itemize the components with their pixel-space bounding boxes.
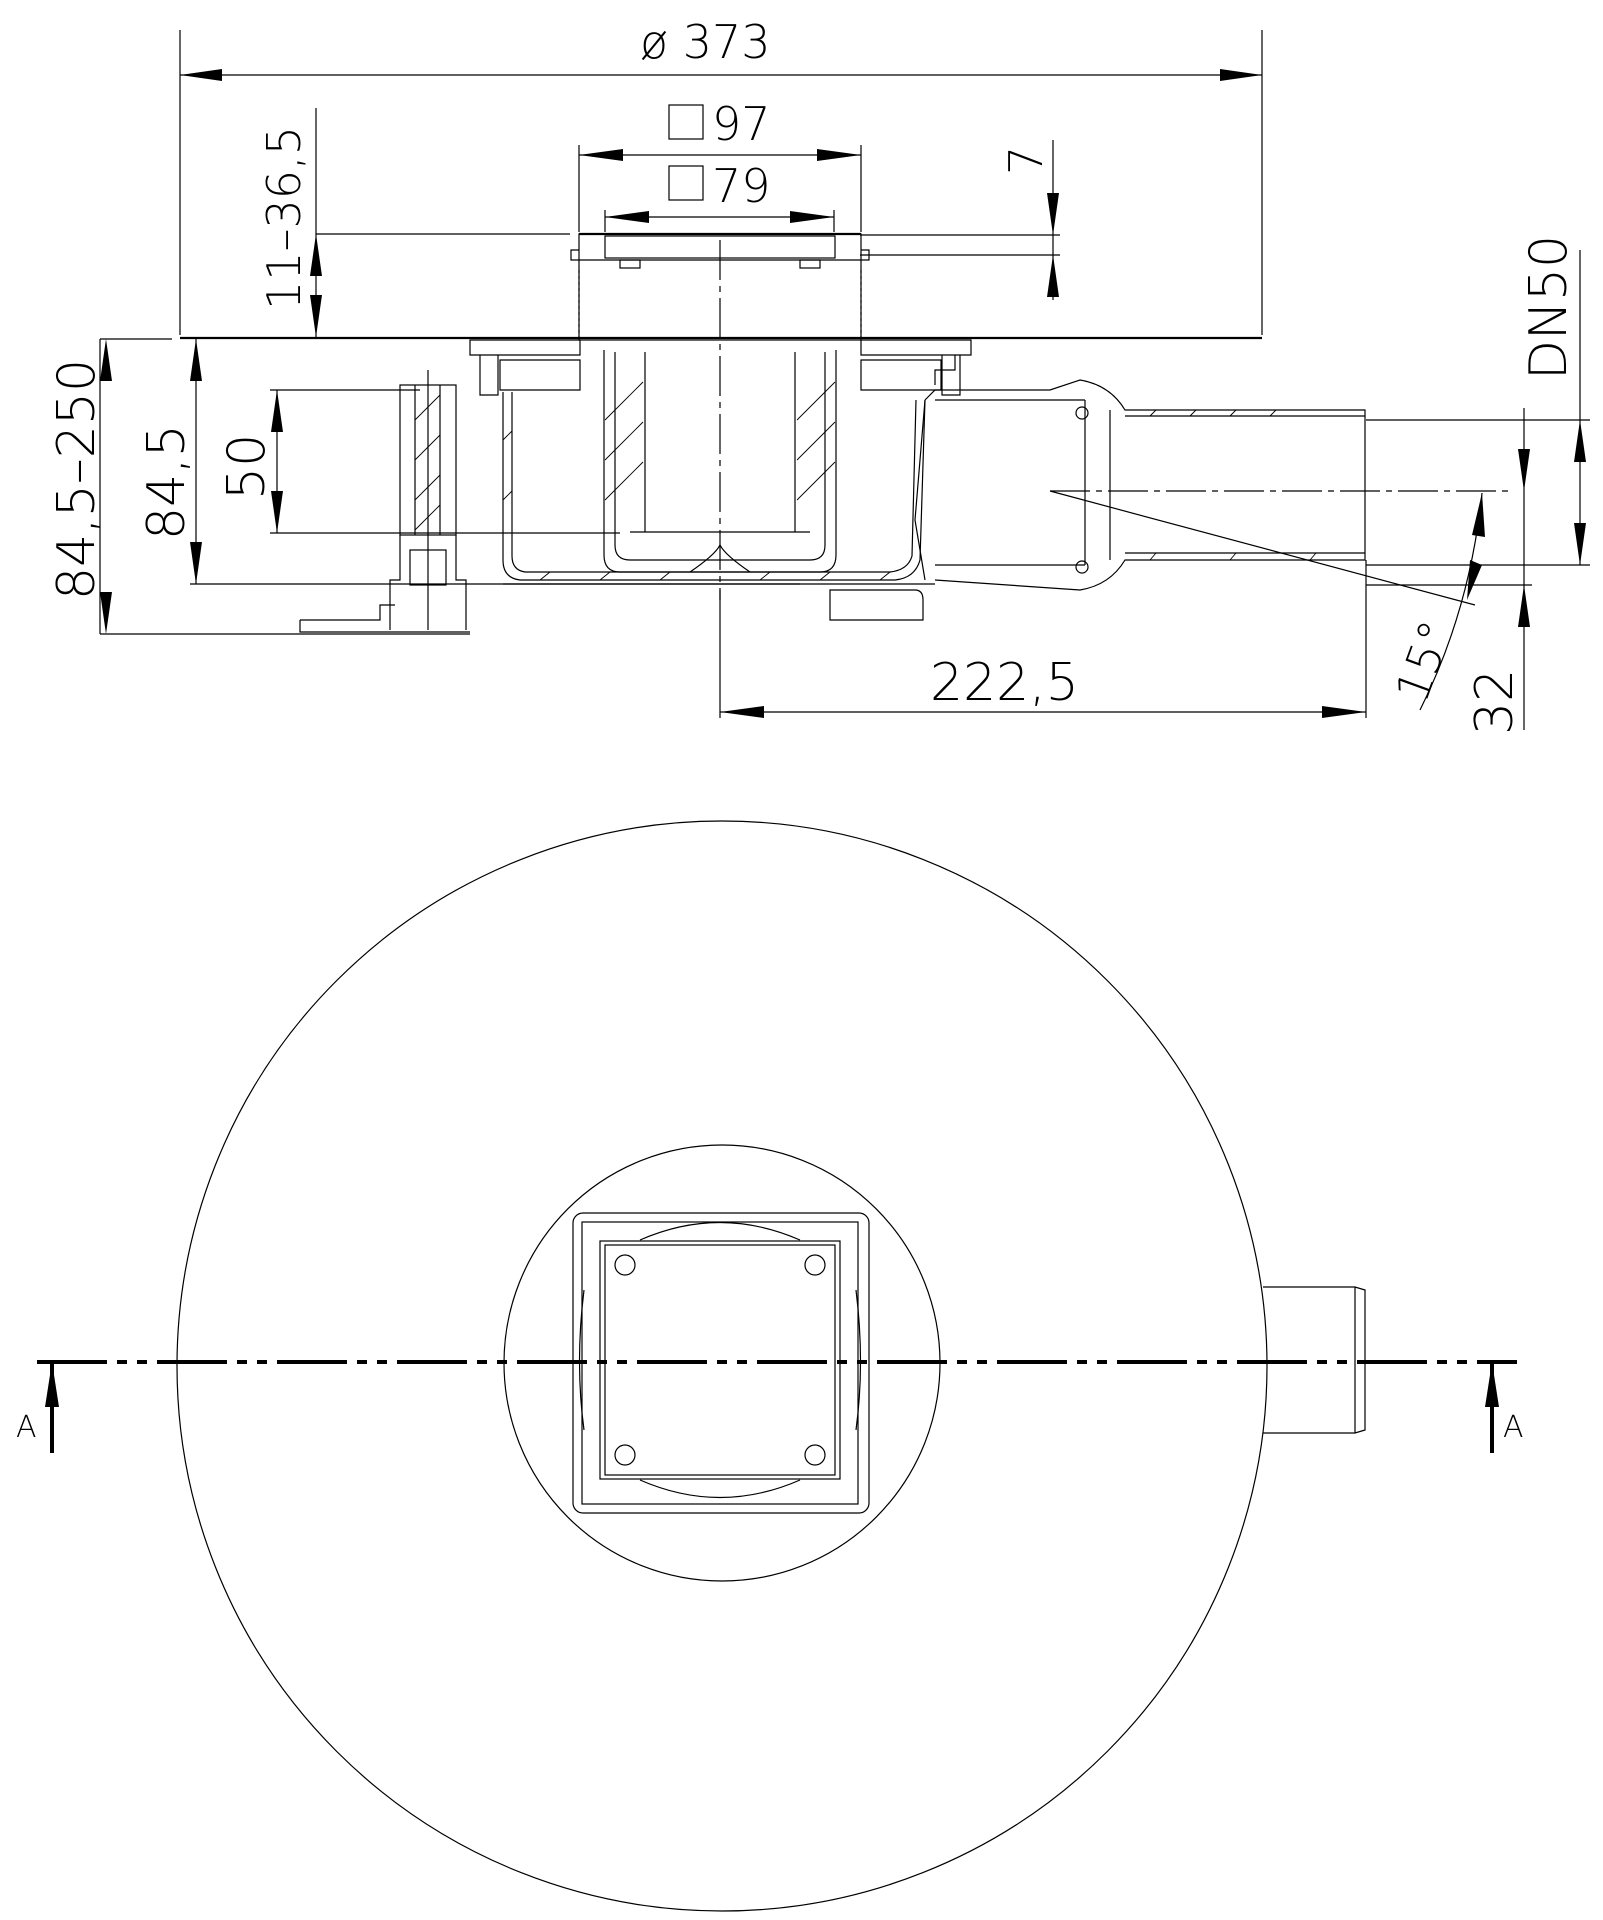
label-section-right: A	[1503, 1410, 1524, 1445]
flange-outer-circle	[176, 820, 1268, 1912]
square-symbol-icon	[668, 165, 704, 201]
outlet-pipe	[829, 355, 1510, 621]
dimension-body-height: 84,5	[137, 339, 800, 585]
label-outlet-angle: 15°	[1385, 614, 1464, 709]
dimension-outlet-offset: 32	[1366, 408, 1532, 735]
screw-icon	[804, 1444, 826, 1466]
side-riser	[299, 370, 470, 633]
dimension-overall-diameter: ø 373	[179, 15, 1263, 335]
dimension-flange: 7	[860, 140, 1060, 300]
dimension-outlet-length: 222,5	[719, 560, 1367, 718]
section-marker-right: A	[1485, 1362, 1524, 1453]
label-overall-diameter: ø 373	[640, 15, 771, 69]
plan-view: A A	[16, 820, 1524, 1912]
label-grate-outer: 97	[712, 97, 771, 151]
dimension-grate-inner: 79	[604, 159, 835, 232]
dimension-height-adjust: 11–36,5	[257, 108, 570, 337]
label-flange: 7	[999, 146, 1053, 175]
section-view: ø 373 97 79 11–36,5	[47, 15, 1590, 735]
dimension-total-height: 84,5–250	[47, 338, 470, 635]
screw-icon	[804, 1254, 826, 1276]
dimension-grate-outer: 97	[578, 97, 862, 232]
screw-icon	[614, 1444, 636, 1466]
label-outlet-size: DN50	[1519, 235, 1579, 380]
screw-icon	[614, 1254, 636, 1276]
label-outlet-offset: 32	[1465, 669, 1525, 735]
label-outlet-length: 222,5	[930, 653, 1079, 713]
square-symbol-icon	[668, 104, 704, 140]
label-section-left: A	[16, 1410, 37, 1445]
label-grate-inner: 79	[712, 159, 771, 213]
label-total-height: 84,5–250	[47, 359, 107, 600]
label-water-seal: 50	[217, 434, 277, 500]
label-height-adjust: 11–36,5	[257, 126, 311, 310]
label-body-height: 84,5	[137, 424, 197, 540]
arrow-up-icon	[45, 1362, 59, 1407]
arrow-up-icon	[1485, 1362, 1499, 1407]
section-marker-left: A	[16, 1362, 59, 1453]
dimension-water-seal: 50	[217, 389, 620, 534]
